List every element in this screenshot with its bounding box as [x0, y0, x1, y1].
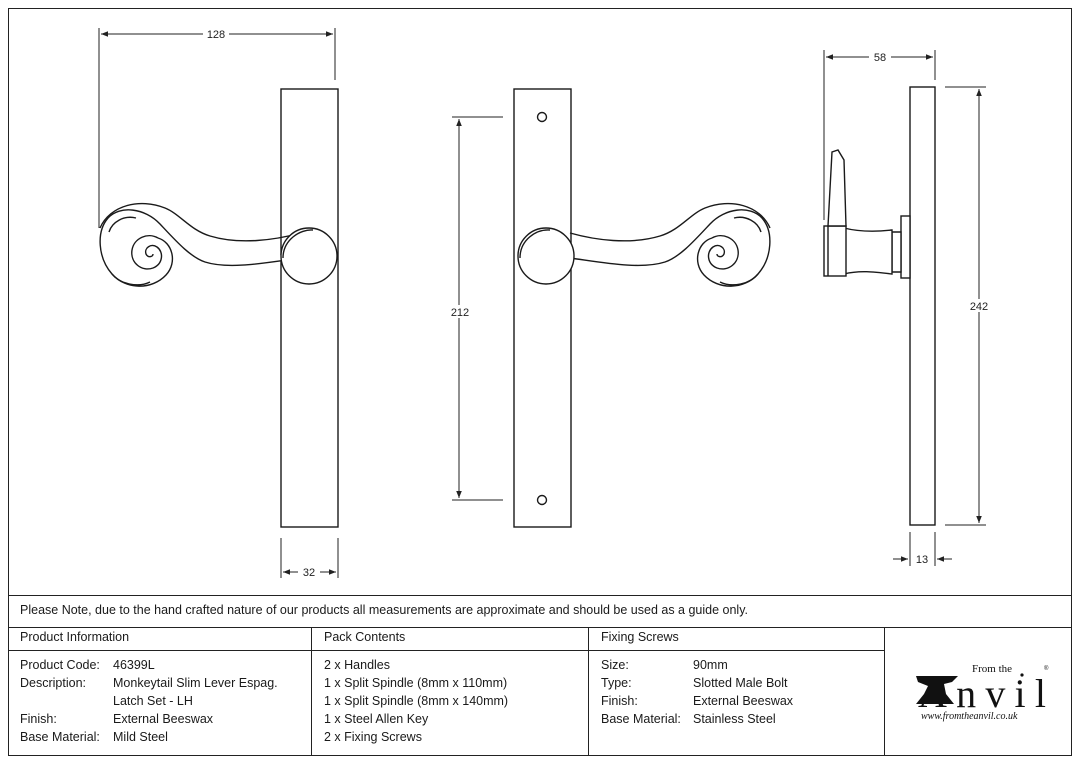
drawing-area: 128 32 212 58 242 13 — [98, 28, 989, 579]
pack-item: 2 x Handles — [324, 658, 391, 672]
screw-type-value: Slotted Male Bolt — [693, 676, 788, 690]
dim-side-thickness: 13 — [916, 554, 928, 566]
pack-item: 2 x Fixing Screws — [324, 730, 422, 744]
pack-item: 1 x Split Spindle (8mm x 110mm) — [324, 676, 508, 690]
pack-contents-list: 2 x Handles 1 x Split Spindle (8mm x 110… — [324, 656, 584, 752]
base-material-value: Mild Steel — [113, 730, 168, 744]
side-backplate — [909, 86, 936, 526]
screw-size-label: Size: — [601, 658, 629, 672]
anvil-icon — [916, 676, 958, 704]
side-lever-blade — [827, 149, 847, 227]
disclaimer-note: Please Note, due to the hand crafted nat… — [20, 603, 749, 617]
scroll-left-rim — [111, 273, 151, 286]
dim-fixing-centres: 212 — [451, 307, 469, 319]
drawing-frame — [8, 8, 1072, 756]
screw-finish-label: Finish: — [601, 694, 638, 708]
screw-material-label: Base Material: — [601, 712, 681, 726]
side-neck — [843, 227, 893, 275]
product-code-value: 46399L — [113, 658, 155, 672]
product-information-heading: Product Information — [20, 630, 130, 644]
rose-right-shade — [519, 229, 551, 259]
side-rose — [900, 215, 911, 279]
column-divider-3 — [884, 627, 885, 756]
monkeytail-scroll-right — [707, 234, 739, 270]
scroll-right-rim-top — [733, 216, 762, 233]
dim-front-width: 128 — [207, 29, 225, 41]
lever-handle-left-upper — [99, 202, 302, 242]
screw-material-value: Stainless Steel — [693, 712, 776, 726]
divider-header — [8, 650, 884, 651]
monkeytail-scroll-left — [131, 234, 163, 270]
from-the-anvil-logo: From the ® Anvil www.fromtheanvil.co.uk — [916, 663, 1049, 722]
column-divider-2 — [588, 627, 589, 756]
screw-size-value: 90mm — [693, 658, 728, 672]
pack-contents-heading: Pack Contents — [324, 630, 406, 644]
pack-item: 1 x Steel Allen Key — [324, 712, 429, 726]
product-code-label: Product Code: — [20, 658, 100, 672]
front-view-right — [513, 88, 771, 528]
dim-height: 242 — [970, 301, 988, 313]
screw-type-label: Type: — [601, 676, 632, 690]
dim-projection: 58 — [874, 52, 886, 64]
base-material-label: Base Material: — [20, 730, 100, 744]
logo-url: www.fromtheanvil.co.uk — [921, 711, 1018, 722]
pack-item: 1 x Split Spindle (8mm x 140mm) — [324, 694, 509, 708]
rose-left — [280, 227, 338, 285]
divider-top — [8, 595, 1072, 596]
backplate-right — [513, 88, 572, 528]
logo-from-the: From the — [972, 663, 1012, 675]
fixing-screws-table: Size: 90mm Type: Slotted Male Bolt Finis… — [601, 656, 879, 752]
description-value-line2: Latch Set - LH — [113, 694, 193, 708]
scroll-right-rim — [719, 273, 759, 286]
dim-backplate-width: 32 — [303, 567, 315, 579]
lever-handle-right-upper — [569, 202, 771, 242]
finish-value: External Beeswax — [113, 712, 214, 726]
side-view — [823, 86, 936, 526]
rose-right — [517, 227, 575, 285]
side-neck-collar — [891, 231, 902, 273]
fixing-hole-bottom — [536, 494, 548, 506]
lever-handle-right — [569, 209, 771, 287]
screw-finish-value: External Beeswax — [693, 694, 794, 708]
svg-text:®: ® — [1044, 665, 1049, 672]
description-value: Monkeytail Slim Lever Espag. — [113, 676, 278, 690]
rose-left-shade — [282, 229, 314, 259]
front-view-left — [99, 88, 339, 528]
backplate-left — [280, 88, 339, 528]
fixing-screws-heading: Fixing Screws — [601, 630, 679, 644]
lever-handle-left — [99, 209, 302, 287]
column-divider-1 — [311, 627, 312, 756]
fixing-hole-top — [536, 111, 548, 123]
product-information-table: Product Code: 46399L Description: Monkey… — [20, 656, 308, 752]
logo-dot — [1020, 673, 1024, 677]
scroll-left-rim-top — [108, 216, 137, 233]
description-label: Description: — [20, 676, 86, 690]
divider-note — [8, 627, 1072, 628]
finish-label: Finish: — [20, 712, 57, 726]
